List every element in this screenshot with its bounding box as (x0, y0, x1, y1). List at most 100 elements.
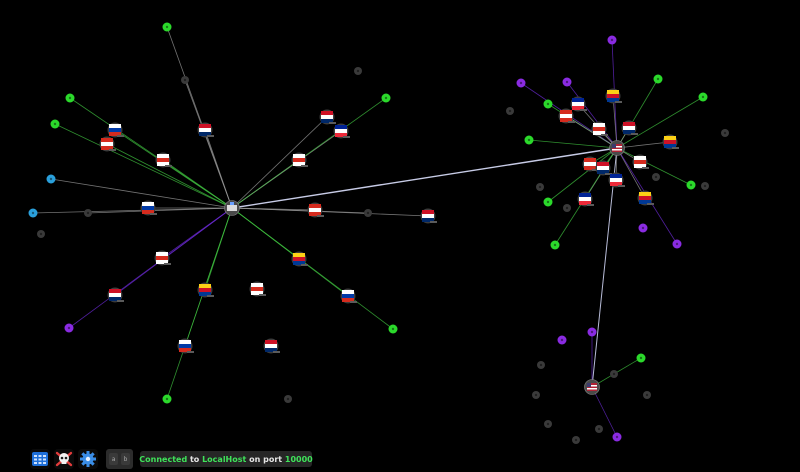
graph-node[interactable] (524, 135, 534, 145)
graph-node[interactable] (162, 394, 172, 404)
graph-node[interactable] (570, 96, 588, 112)
graph-node[interactable] (37, 230, 45, 238)
graph-node[interactable] (587, 327, 597, 337)
graph-node[interactable] (46, 174, 56, 184)
graph-node[interactable] (637, 190, 655, 206)
graph-node[interactable] (340, 288, 358, 304)
graph-node[interactable] (506, 107, 514, 115)
graph-node[interactable] (420, 208, 438, 224)
graph-node[interactable] (612, 432, 622, 442)
graph-node[interactable] (610, 370, 618, 378)
graph-node[interactable] (354, 67, 362, 75)
graph-node[interactable] (543, 99, 553, 109)
graph-node[interactable] (50, 119, 60, 129)
graph-node[interactable] (577, 191, 595, 207)
graph-node[interactable] (28, 208, 38, 218)
graph-edge (616, 147, 646, 199)
graph-node[interactable] (558, 108, 576, 124)
graph-edge (547, 147, 618, 203)
graph-node[interactable] (653, 74, 663, 84)
hub-link (591, 147, 618, 388)
graph-node[interactable] (64, 323, 74, 333)
graph-node[interactable] (307, 202, 325, 218)
graph-node[interactable] (107, 287, 125, 303)
graph-node[interactable] (197, 282, 215, 298)
graph-node[interactable] (99, 136, 117, 152)
graph-node[interactable] (84, 209, 92, 217)
graph-edge (87, 207, 233, 214)
graph-node[interactable] (544, 420, 552, 428)
status-connected: Connected (139, 454, 188, 464)
graph-node[interactable] (608, 172, 626, 188)
graph-node[interactable] (632, 154, 650, 170)
graph-node[interactable] (686, 180, 696, 190)
graph-node[interactable] (155, 152, 173, 168)
graph-edge (231, 207, 394, 330)
graph-node[interactable] (197, 122, 215, 138)
mini-button-a[interactable]: a (109, 453, 118, 465)
graph-node[interactable] (291, 152, 309, 168)
graph-node[interactable] (550, 240, 560, 250)
graph-node[interactable] (516, 78, 526, 88)
bottom-toolbar: a b Connected to LocalHost on port 10000 (30, 448, 313, 470)
graph-node[interactable] (595, 425, 603, 433)
grid-icon (32, 452, 48, 466)
graph-nodes[interactable] (28, 22, 730, 445)
connection-status: Connected to LocalHost on port 10000 (139, 451, 313, 467)
graph-node[interactable] (698, 92, 708, 102)
hub-node[interactable] (584, 379, 600, 395)
graph-node[interactable] (595, 160, 613, 176)
graph-node[interactable] (284, 395, 292, 403)
graph-node[interactable] (543, 197, 553, 207)
graph-node[interactable] (140, 200, 158, 216)
graph-node[interactable] (638, 223, 648, 233)
graph-node[interactable] (364, 209, 372, 217)
graph-node[interactable] (572, 436, 580, 444)
hub-link (231, 147, 618, 209)
graph-node[interactable] (263, 338, 281, 354)
hub-node[interactable] (224, 200, 240, 216)
graph-node[interactable] (65, 93, 75, 103)
graph-node[interactable] (177, 338, 195, 354)
pirate-button[interactable] (54, 449, 74, 469)
graph-node[interactable] (643, 391, 651, 399)
graph-node[interactable] (536, 183, 544, 191)
graph-node[interactable] (154, 250, 172, 266)
graph-node[interactable] (721, 129, 729, 137)
graph-node[interactable] (563, 204, 571, 212)
graph-node[interactable] (605, 88, 623, 104)
graph-node[interactable] (537, 361, 545, 369)
graph-node[interactable] (652, 173, 660, 181)
graph-edge (616, 96, 704, 149)
hub-node[interactable] (609, 140, 625, 156)
graph-node[interactable] (582, 156, 600, 172)
graph-node[interactable] (701, 182, 709, 190)
graph-edge (616, 141, 671, 149)
graph-node[interactable] (107, 122, 125, 138)
table-view-button[interactable] (30, 449, 50, 469)
graph-edge (612, 95, 618, 149)
graph-node[interactable] (333, 123, 351, 139)
graph-node[interactable] (381, 93, 391, 103)
graph-node[interactable] (636, 353, 646, 363)
graph-node[interactable] (621, 120, 639, 136)
graph-node[interactable] (672, 239, 682, 249)
graph-node[interactable] (662, 134, 680, 150)
graph-node[interactable] (562, 77, 572, 87)
graph-node[interactable] (607, 35, 617, 45)
graph-node[interactable] (557, 335, 567, 345)
graph-node[interactable] (532, 391, 540, 399)
graph-node[interactable] (388, 324, 398, 334)
mini-control-panel: a b (106, 449, 133, 469)
settings-button[interactable] (78, 449, 98, 469)
graph-node[interactable] (319, 109, 337, 125)
graph-node[interactable] (291, 251, 309, 267)
graph-node[interactable] (181, 76, 189, 84)
graph-node[interactable] (162, 22, 172, 32)
status-port: 10000 (284, 454, 313, 464)
status-to: to (187, 454, 203, 464)
mini-button-b[interactable]: b (121, 453, 130, 465)
graph-node[interactable] (249, 281, 267, 297)
graph-node[interactable] (591, 121, 609, 137)
